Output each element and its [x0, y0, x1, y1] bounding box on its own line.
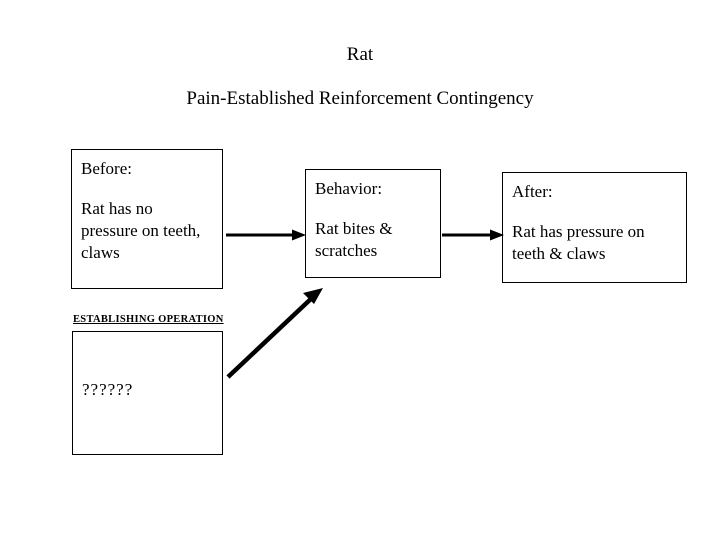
box-behavior-heading: Behavior: — [315, 179, 383, 198]
box-before-body: Rat has no pressure on teeth, claws — [81, 199, 201, 262]
box-before-heading: Before: — [81, 159, 132, 178]
box-behavior-body: Rat bites & scratches — [315, 219, 393, 260]
arrow-behavior-to-after-icon — [442, 229, 504, 241]
contingency-box-behavior: Behavior: Rat bites & scratches — [305, 169, 441, 278]
arrow-before-to-behavior-icon — [226, 229, 306, 241]
box-after-heading: After: — [512, 182, 553, 201]
contingency-box-establishing-operation: ?????? — [72, 331, 223, 455]
arrow-establishing-operation-to-behavior-icon — [226, 288, 323, 379]
box-establishing-operation-body: ?????? — [82, 380, 134, 399]
contingency-box-after: After: Rat has pressure on teeth & claws — [502, 172, 687, 283]
establishing-operation-label: ESTABLISHING OPERATION — [73, 314, 224, 325]
page-subtitle: Pain-Established Reinforcement Contingen… — [186, 88, 534, 109]
contingency-box-before: Before: Rat has no pressure on teeth, cl… — [71, 149, 223, 289]
box-after-body: Rat has pressure on teeth & claws — [512, 222, 645, 263]
page-title: Rat — [346, 44, 374, 65]
